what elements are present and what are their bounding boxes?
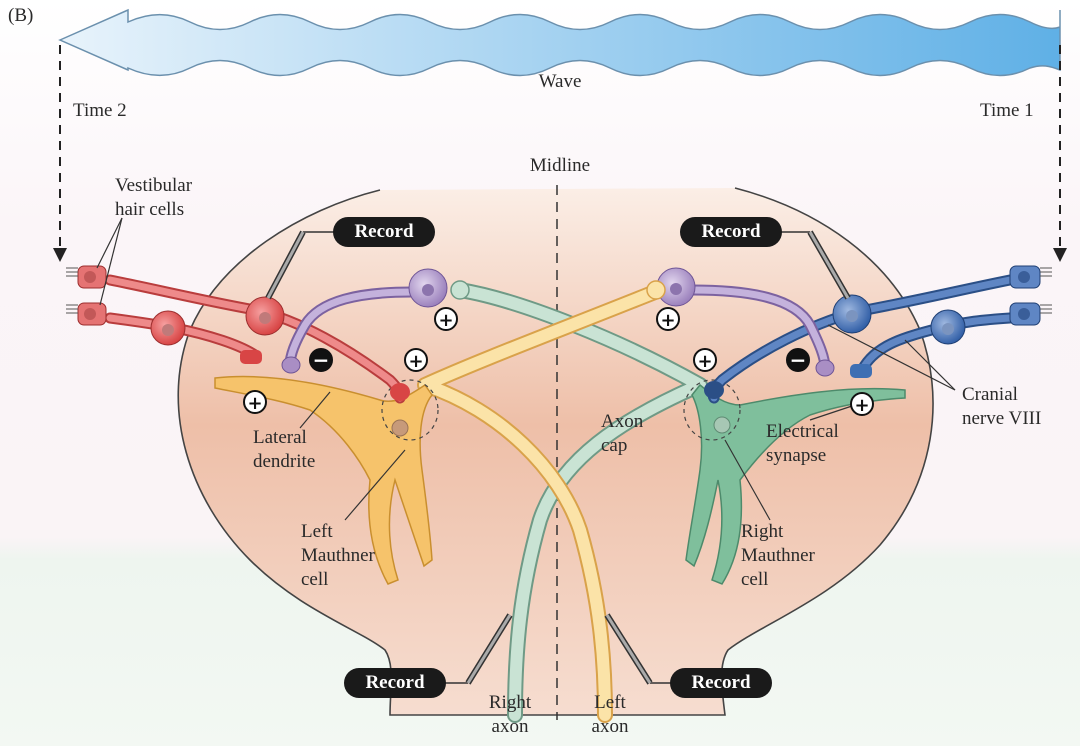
svg-text:−: − [790,348,807,372]
wave-label: Wave [538,71,582,92]
sign-plus-right-dendrite: + [850,392,874,416]
sign-plus-left-club: + [404,348,428,372]
svg-text:+: + [660,310,675,331]
svg-text:−: − [313,348,330,372]
axon-cap-label: Axon cap [601,411,644,456]
vestibular-hair-cells-label: Vestibular hair cells [115,175,193,220]
left-mauthner-nucleus [391,419,409,437]
sign-plus-left-dendrite: + [243,390,267,414]
electrode-top-right [780,230,851,300]
sign-minus-right: − [786,348,810,372]
left-mauthner-axon-fill [419,286,661,721]
left-interneuron-terminal [281,356,301,374]
electrical-synapse-label: Electrical synapse [766,421,839,466]
electrode-top-left [265,230,335,300]
right-mauthner-nucleus [713,416,731,434]
lateral-dendrite-label: Lateral dendrite [253,427,316,472]
wave-arrow [58,8,1061,77]
right-interneuron-terminal [815,359,835,377]
right-afferent-terminal [850,364,872,378]
sign-plus-right-interneuron: + [656,307,680,331]
right-hair-cells [1009,265,1052,326]
svg-text:+: + [408,351,423,372]
left-club-ending [390,383,410,401]
left-axon-label: Left axon [591,692,629,737]
electrode-bottom-right [604,613,672,685]
panel-label: (B) [8,5,34,26]
left-collateral-end [646,280,666,300]
svg-text:+: + [247,393,262,414]
right-mauthner-cell-label: Right Mauthner cell [741,521,815,590]
time2-arrowhead [53,248,67,262]
left-axon-cap-outline [381,379,439,441]
electrode-bottom-left [445,613,513,685]
sign-plus-left-interneuron: + [434,307,458,331]
left-afferent-terminal [240,350,262,364]
svg-text:+: + [438,310,453,331]
right-mauthner-cell-body [685,383,906,585]
time1-arrowhead [1053,248,1067,262]
time1-label: Time 1 [980,100,1034,121]
sign-minus-left: − [309,348,333,372]
sign-plus-right-club: + [693,348,717,372]
svg-text:+: + [697,351,712,372]
left-mauthner-cell-label: Left Mauthner cell [301,521,375,590]
right-club-ending [704,381,724,399]
right-axon-label: Right axon [488,692,532,737]
record-badge-bottom-left: Record [344,668,446,698]
cranial-nerve-viii-label: Cranial nerve VIII [962,384,1042,429]
left-hair-cells [66,265,107,326]
time2-label: Time 2 [73,100,127,121]
midline-label: Midline [529,155,591,176]
record-badge-top-right: Record [680,217,782,247]
record-badge-top-left: Record [333,217,435,247]
record-badge-bottom-right: Record [670,668,772,698]
leader-lines [96,217,956,521]
svg-text:+: + [854,395,869,416]
right-axon-cap-outline [683,379,741,441]
right-collateral-end [450,280,470,300]
